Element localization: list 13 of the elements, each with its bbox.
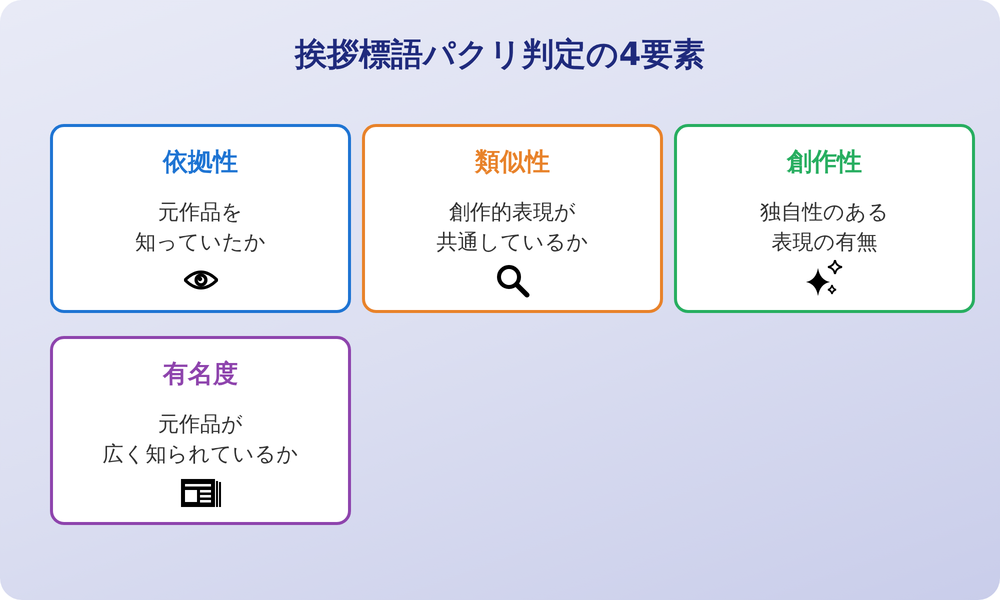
factor-card <box>50 336 351 525</box>
card-heading: 創作性 <box>787 146 862 178</box>
factor-card <box>362 124 663 313</box>
factor-card <box>50 124 351 313</box>
card-heading: 有名度 <box>163 358 238 390</box>
card-description: 元作品を知っていたか <box>135 199 266 256</box>
card-description: 創作的表現が共通しているか <box>436 199 588 256</box>
factor-card <box>674 124 975 313</box>
title: 挨拶標語パクリ判定の4要素 <box>294 34 706 74</box>
card-heading: 類似性 <box>475 146 550 178</box>
card-heading: 依拠性 <box>163 146 238 178</box>
card-description: 元作品が広く知られているか <box>102 411 298 468</box>
card-description: 独自性のある表現の有無 <box>760 199 889 256</box>
